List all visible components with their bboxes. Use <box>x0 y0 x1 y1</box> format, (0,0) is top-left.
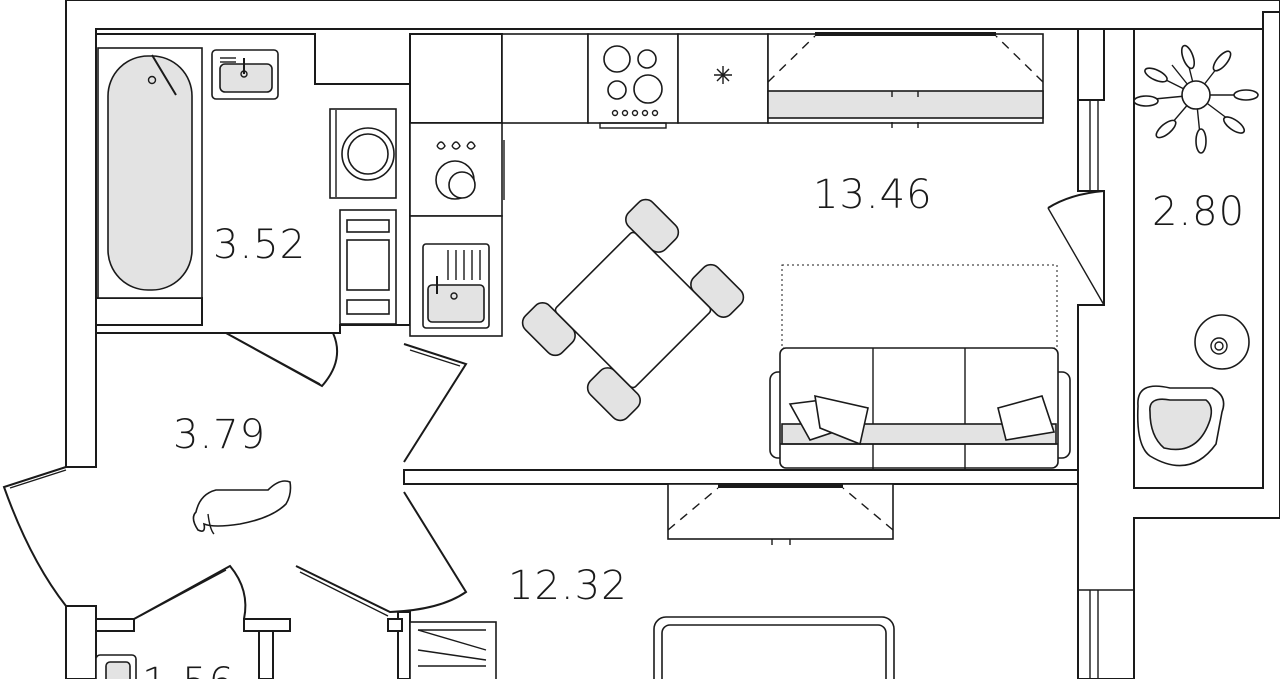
room-area-hallway: 3.79 <box>173 412 266 458</box>
kitchen <box>409 32 1044 337</box>
living-area: 13.46 <box>769 172 1071 470</box>
room-area-wc: 1.56 <box>142 660 235 679</box>
plant-icon <box>1133 44 1259 154</box>
room-area-kitchen-living: 13.46 <box>813 172 933 218</box>
room-area-bathroom: 3.52 <box>213 222 306 268</box>
asterisk-icon <box>714 66 732 84</box>
hallway: 3.79 <box>2 332 468 620</box>
pet-icon <box>192 480 292 535</box>
balcony: 2.80 <box>1047 44 1259 467</box>
wc: 1.56 <box>95 654 235 679</box>
room-area-bedroom: 12.32 <box>508 563 628 609</box>
dining-table <box>521 198 745 422</box>
bedroom: 12.32 <box>409 483 895 679</box>
bathroom: 3.52 <box>97 47 397 325</box>
room-area-balcony: 2.80 <box>1152 189 1245 235</box>
